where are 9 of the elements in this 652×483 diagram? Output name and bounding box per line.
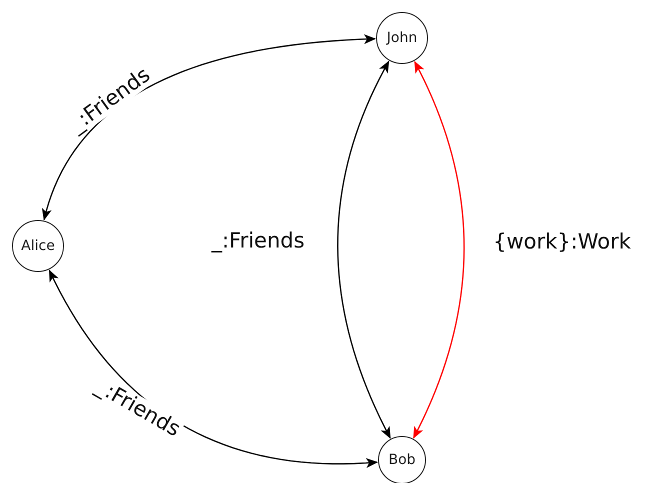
edge-label: _:Friends <box>209 229 307 253</box>
node-circle <box>376 12 428 64</box>
node-label: Alice <box>21 238 55 254</box>
arrow <box>337 60 391 439</box>
node-circle <box>12 220 64 272</box>
node-label: John <box>386 30 418 46</box>
node-circle <box>378 436 426 483</box>
arrow <box>413 60 465 439</box>
node-label: Bob <box>388 452 416 468</box>
